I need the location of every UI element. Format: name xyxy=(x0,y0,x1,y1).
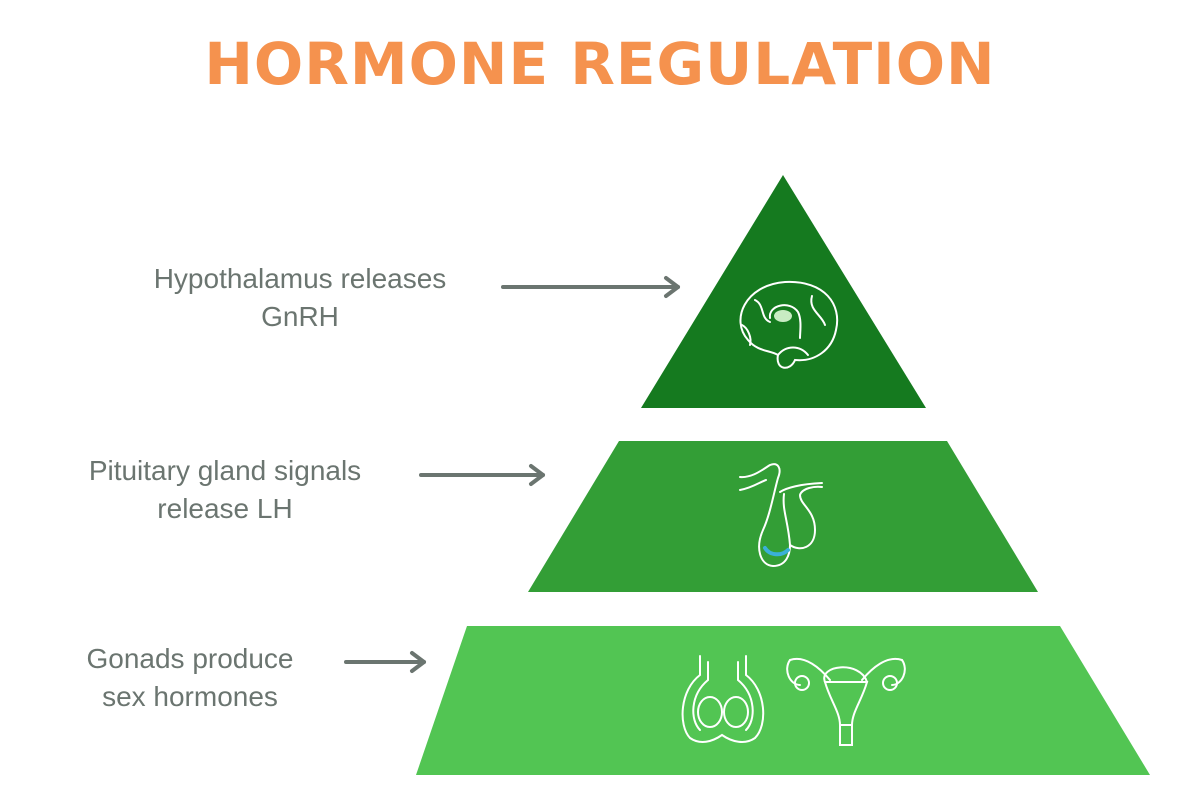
level-3-label-line2: sex hormones xyxy=(102,681,278,712)
arrow-1-icon xyxy=(501,276,680,298)
pituitary-gland-icon xyxy=(739,463,823,568)
level-2-label: Pituitary gland signals release LH xyxy=(40,452,410,528)
diagram-title: HORMONE REGULATION xyxy=(204,30,996,98)
level-2-label-line1: Pituitary gland signals xyxy=(88,455,362,486)
pyramid-level-1 xyxy=(641,175,926,408)
pyramid-level-2 xyxy=(528,441,1038,592)
brain-icon xyxy=(739,280,839,369)
level-1-label-line2: GnRH xyxy=(261,301,339,332)
level-2-label-line2: release LH xyxy=(157,493,293,524)
level-1-label: Hypothalamus releases GnRH xyxy=(110,260,490,336)
pyramid-level-3 xyxy=(416,626,1150,775)
level-3-label: Gonads produce sex hormones xyxy=(40,640,340,716)
level-3-label-line1: Gonads produce xyxy=(86,643,294,674)
level-1-label-line1: Hypothalamus releases xyxy=(153,263,447,294)
gonads-icon xyxy=(681,655,906,746)
arrow-3-icon xyxy=(344,651,426,673)
arrow-2-icon xyxy=(419,464,545,486)
